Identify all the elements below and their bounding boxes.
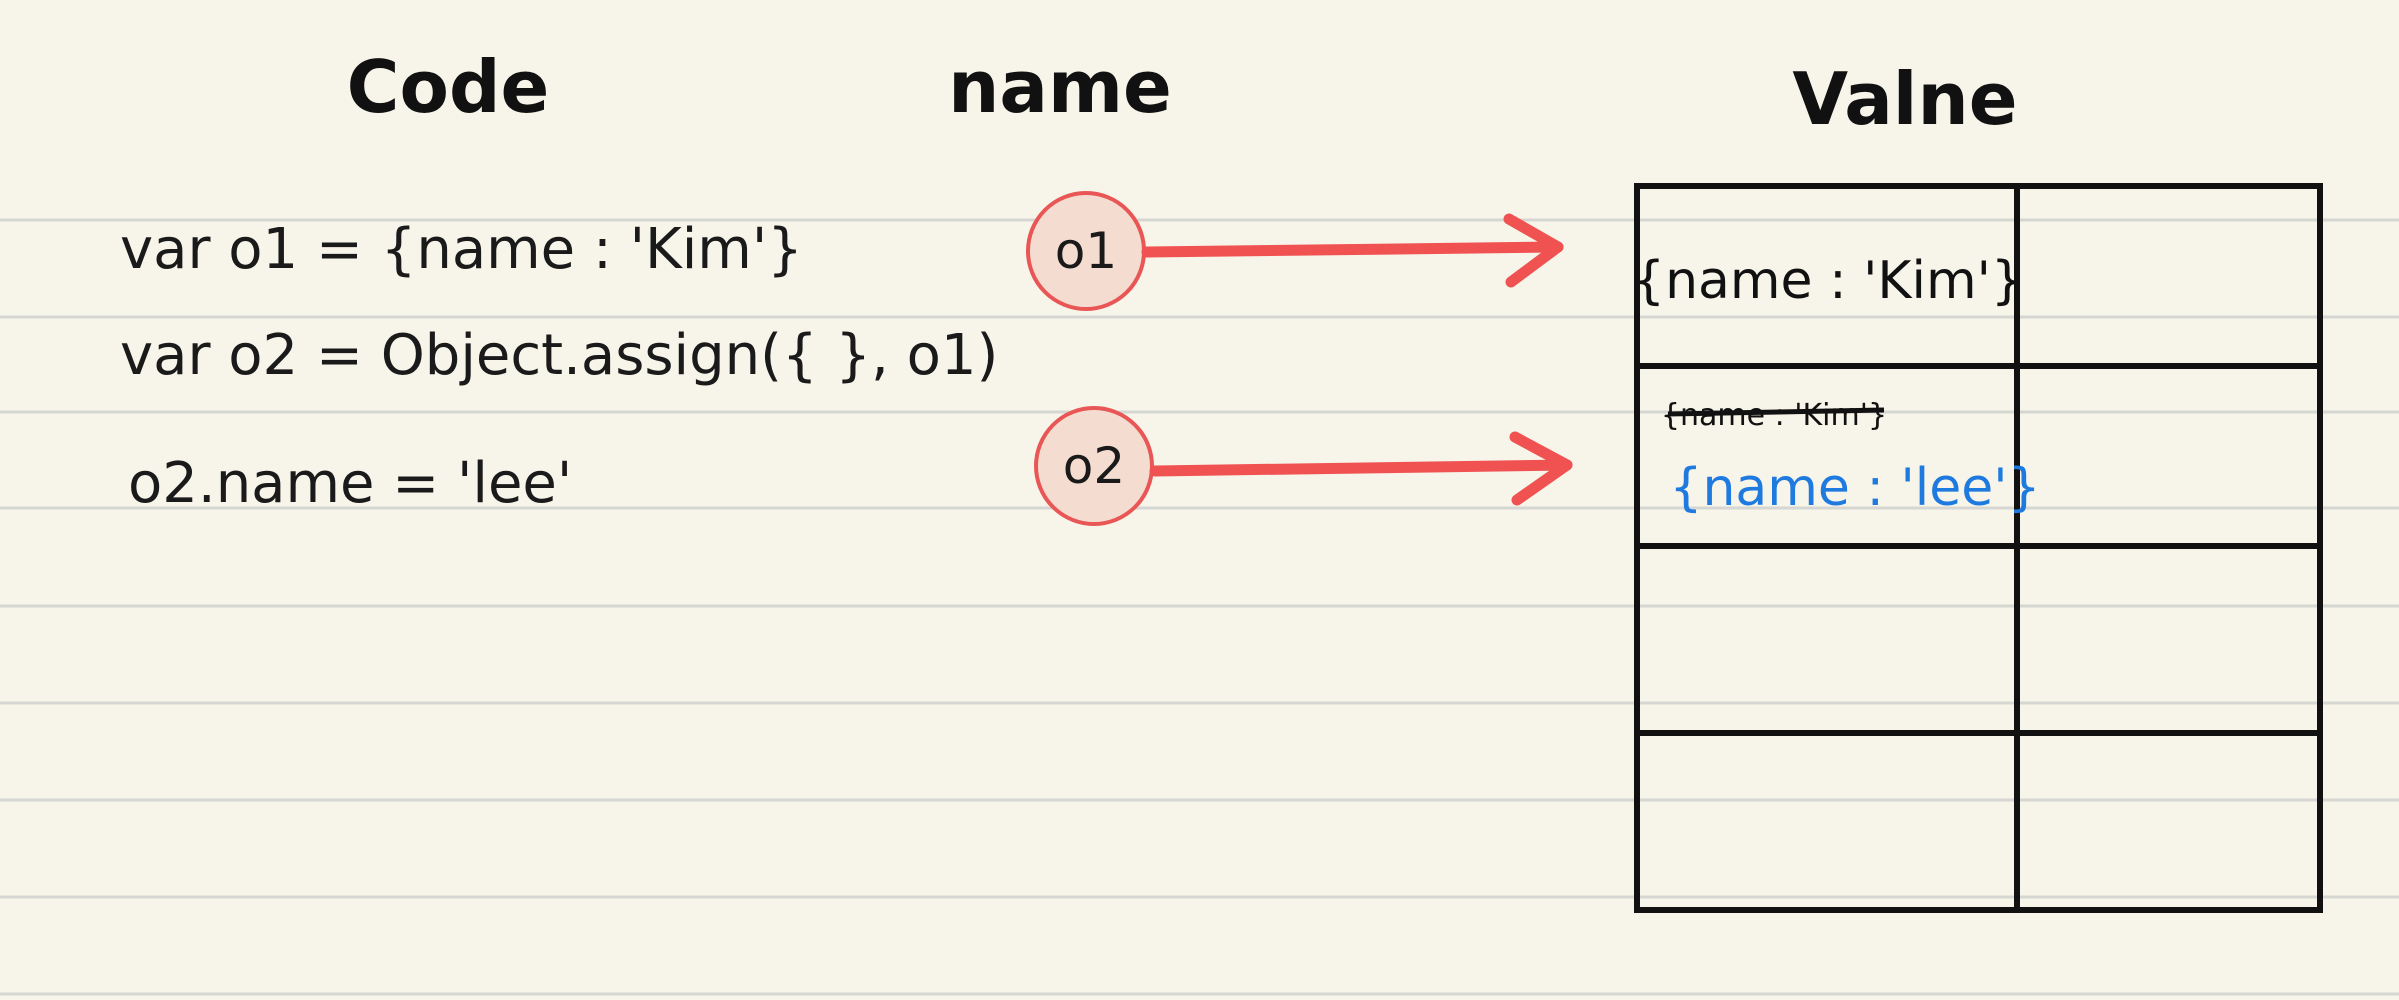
value-cell-o1: {name : 'Kim'}	[1632, 251, 2024, 311]
arrow-o2	[1149, 431, 1573, 506]
value-cell-new: {name : 'lee'}	[1669, 458, 2040, 518]
header-code: Code	[347, 45, 550, 129]
name-o1: o1	[1026, 191, 1146, 311]
code-line-1: var o1 = {name : 'Kim'}	[120, 217, 803, 282]
arrow-o1-shaft	[1141, 241, 1564, 258]
name-label-o1: o1	[1055, 222, 1117, 280]
arrow-o2-shaft	[1149, 459, 1573, 477]
arrow-o1-head	[1503, 213, 1564, 288]
code-line-3: o2.name = 'lee'	[128, 451, 572, 516]
value-table	[1634, 183, 2323, 913]
ruled-lines	[0, 218, 2399, 996]
value-cell-old: {name : 'Kim'}	[1661, 398, 1887, 433]
strikethrough	[1667, 407, 1885, 417]
name-circle-o2	[1034, 406, 1154, 526]
header-name: name	[948, 45, 1172, 129]
header-value: Valne	[1792, 57, 2017, 141]
code-line-2: var o2 = Object.assign({ }, o1)	[120, 323, 998, 388]
arrow-o2-head	[1509, 431, 1573, 506]
arrow-o1	[1141, 213, 1564, 288]
name-label-o2: o2	[1063, 437, 1125, 495]
name-o2: o2	[1034, 406, 1154, 526]
